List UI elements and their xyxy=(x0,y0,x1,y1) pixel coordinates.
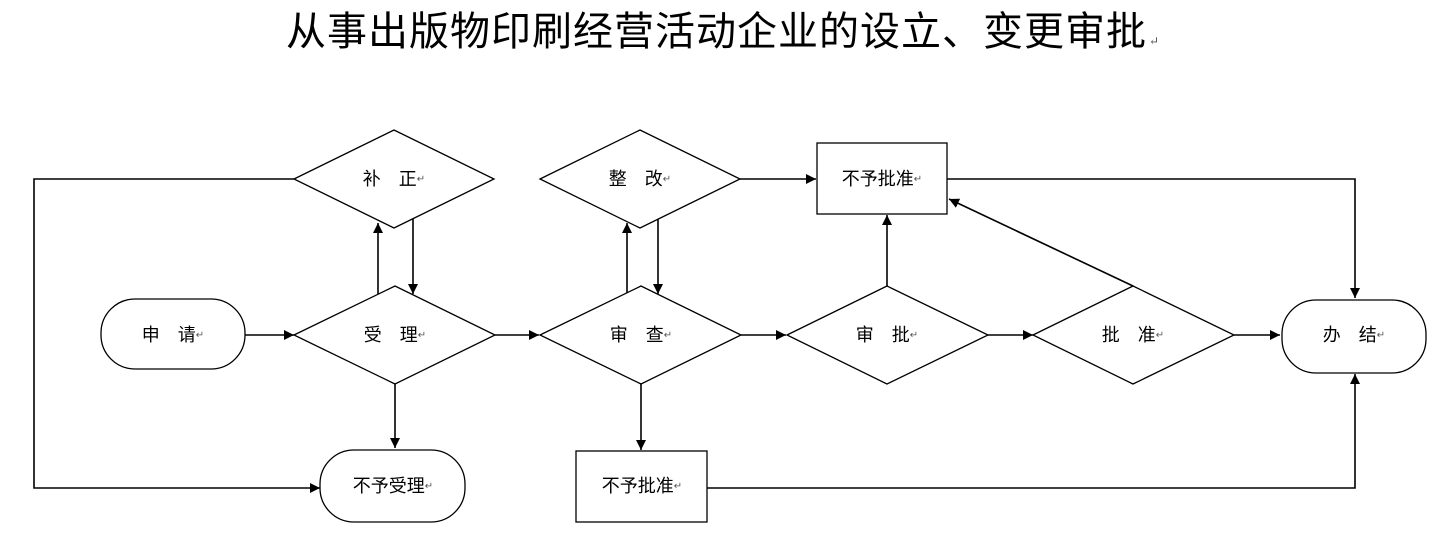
connectors xyxy=(33,174,1360,493)
node-examine xyxy=(785,285,990,385)
node-not-accept xyxy=(319,449,466,523)
node-complete xyxy=(1281,299,1427,374)
node-supplement xyxy=(292,129,496,229)
label-rectify: 整 改↵ xyxy=(609,169,671,190)
node-approve xyxy=(1031,285,1236,385)
label-not-approve-top: 不予批准↵ xyxy=(842,169,922,190)
label-accept: 受 理↵ xyxy=(364,325,426,346)
node-not-approve-bottom xyxy=(575,450,708,523)
label-apply: 申 请↵ xyxy=(142,325,204,346)
arrow-not-approve-bottom-to-complete xyxy=(707,374,1360,489)
arrow-approve-to-not-approve xyxy=(948,198,1134,287)
node-review xyxy=(538,285,743,385)
arrow-not-approve-top-to-complete xyxy=(947,178,1360,298)
node-rectify xyxy=(538,129,742,229)
diagram-title: 从事出版物印刷经营活动企业的设立、变更审批↵ xyxy=(285,9,1161,55)
paragraph-mark: ↵ xyxy=(1148,34,1161,48)
arrow-supplement-to-not-accept xyxy=(33,178,320,493)
node-apply xyxy=(100,298,246,370)
label-not-approve-bottom: 不予批准↵ xyxy=(602,476,682,497)
label-approve: 批 准↵ xyxy=(1102,325,1164,346)
label-not-accept: 不予受理↵ xyxy=(353,476,433,497)
label-supplement: 补 正↵ xyxy=(363,169,425,190)
label-examine: 审 批↵ xyxy=(856,325,918,346)
label-complete: 办 结↵ xyxy=(1323,325,1385,346)
label-review: 审 查↵ xyxy=(610,325,672,346)
node-not-approve-top xyxy=(816,142,948,215)
node-accept xyxy=(292,285,497,385)
